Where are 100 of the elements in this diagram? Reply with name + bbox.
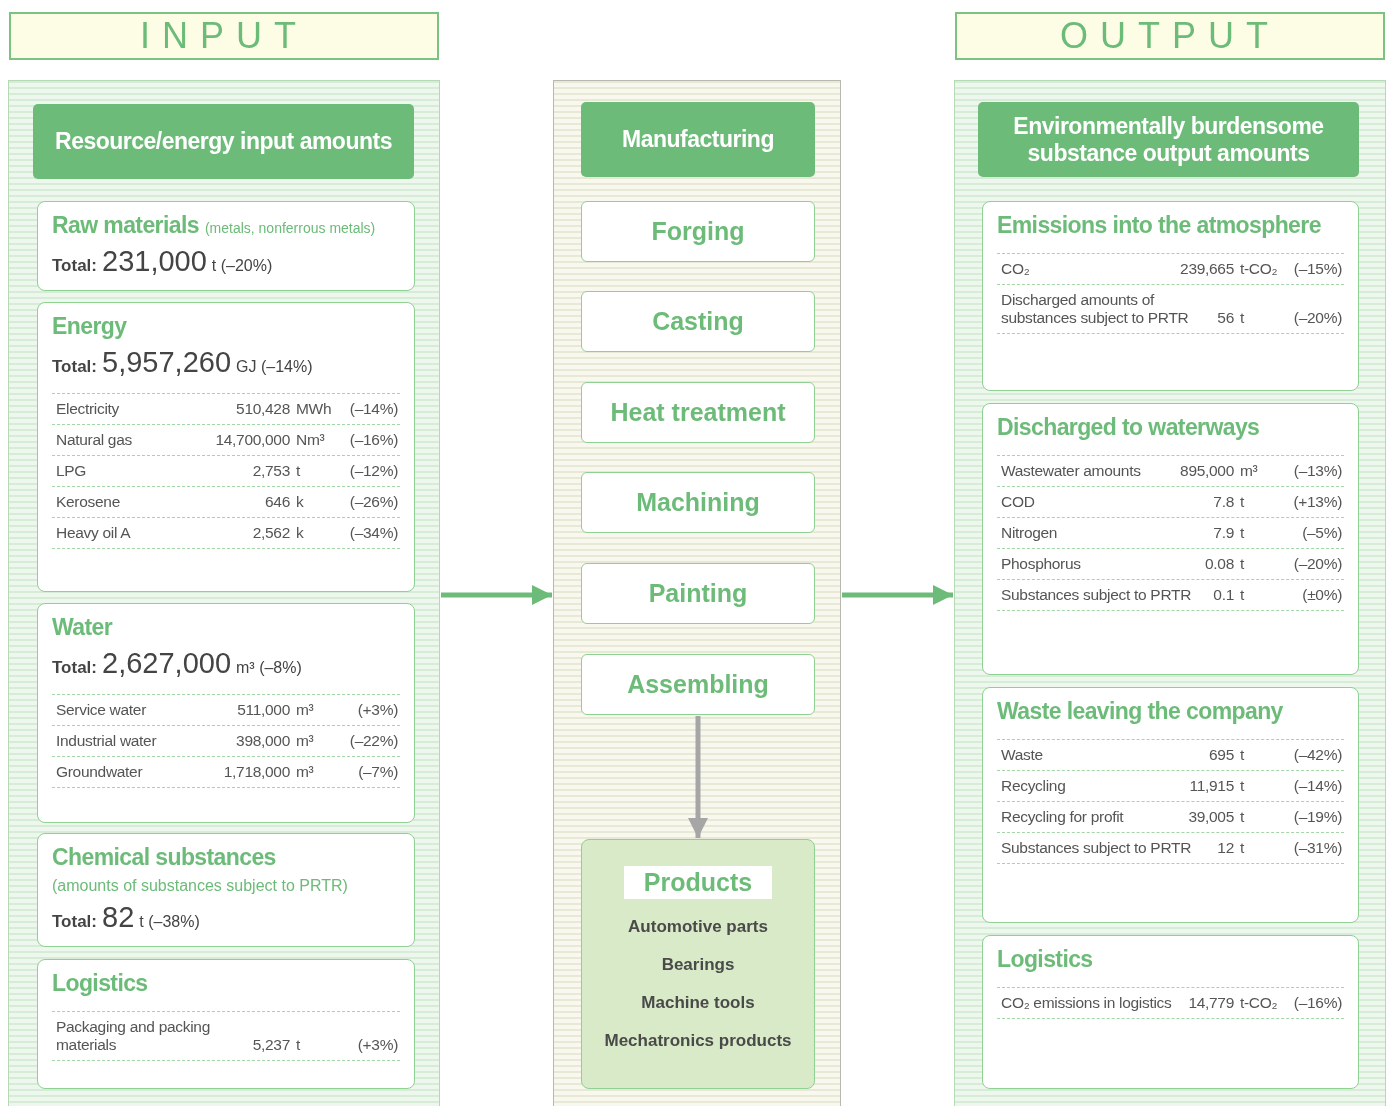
unit-text: k — [296, 493, 304, 511]
header-banner: Environmentally burdensome substance output amounts — [978, 102, 1359, 177]
row-label: Electricity — [56, 400, 119, 418]
change-text: (–15%) — [1293, 260, 1342, 278]
change-text: (–42%) — [1293, 746, 1342, 764]
change-text: (±0%) — [1302, 586, 1342, 604]
card-heading: Energy — [52, 313, 127, 340]
row-label: Service water — [56, 701, 146, 719]
card-heading: Logistics — [997, 946, 1093, 973]
row-label: Recycling — [1001, 777, 1066, 795]
value-text: 1,718,000 — [223, 763, 290, 781]
process-box: Painting — [581, 563, 815, 624]
value-text: 239,665 — [1180, 260, 1234, 278]
unit-text: t — [1240, 777, 1244, 795]
change-text: (+3%) — [357, 1036, 398, 1054]
value-text: 510,428 — [236, 400, 290, 418]
data-card — [982, 687, 1359, 923]
value-text: 2,753 — [252, 462, 290, 480]
row-label: Industrial water — [56, 732, 157, 750]
value-text: 7.9 — [1213, 524, 1234, 542]
product-item: Machine tools — [641, 993, 755, 1013]
unit-text: k — [296, 524, 304, 542]
process-box: Casting — [581, 291, 815, 352]
value-text: 398,000 — [236, 732, 290, 750]
data-card — [982, 935, 1359, 1089]
unit-text: Nm³ — [296, 431, 325, 449]
total-value: 2,627,000 — [102, 647, 232, 680]
total-value: 231,000 — [102, 245, 207, 278]
value-text: 695 — [1209, 746, 1234, 764]
row-label: Nitrogen — [1001, 524, 1058, 542]
value-text: 646 — [265, 493, 290, 511]
row-label: Packaging and packing materials — [56, 1018, 211, 1054]
process-box: Forging — [581, 201, 815, 262]
value-text: 39,005 — [1188, 808, 1234, 826]
unit-change-text: GJ (–14%) — [236, 358, 313, 376]
change-text: (–31%) — [1293, 839, 1342, 857]
process-box: Assembling — [581, 654, 815, 715]
subtitle-text: (metals, nonferrous metals) — [204, 220, 376, 236]
change-text: (–5%) — [1302, 524, 1342, 542]
data-card — [37, 201, 415, 291]
unit-text: t — [1240, 808, 1244, 826]
process-box: Machining — [581, 472, 815, 533]
row-label: Groundwater — [56, 763, 143, 781]
heading-label: Products — [623, 866, 773, 899]
change-text: (–12%) — [349, 462, 398, 480]
header-banner: Resource/energy input amounts — [33, 104, 414, 179]
data-card — [37, 833, 415, 947]
card-heading: Raw materials — [52, 212, 199, 239]
row-label: Heavy oil A — [56, 524, 131, 542]
data-card — [37, 302, 415, 592]
unit-text: t — [1240, 555, 1244, 573]
change-text: (+3%) — [357, 701, 398, 719]
change-text: (–19%) — [1293, 808, 1342, 826]
value-text: 7.8 — [1213, 493, 1234, 511]
change-text: (–16%) — [1293, 994, 1342, 1012]
row-label: Wastewater amounts — [1001, 462, 1141, 480]
unit-text: t — [296, 462, 300, 480]
arrow — [842, 585, 953, 605]
total-value: 82 — [102, 901, 135, 934]
data-card — [982, 403, 1359, 675]
value-text: 895,000 — [1180, 462, 1234, 480]
unit-text: t — [1240, 746, 1244, 764]
section-title-box: OUTPUT — [955, 12, 1385, 60]
products-box — [581, 839, 815, 1089]
row-label: Waste — [1001, 746, 1043, 764]
unit-text: t — [1240, 586, 1244, 604]
row-label: Substances subject to PRTR — [1001, 586, 1192, 604]
total-label: Total: — [52, 256, 97, 276]
unit-text: m³ — [1240, 462, 1258, 480]
product-item: Automotive parts — [628, 917, 768, 937]
unit-change-text: t (–20%) — [211, 257, 273, 275]
change-text: (+13%) — [1293, 493, 1342, 511]
row-label: Phosphorus — [1001, 555, 1081, 573]
change-text: (–13%) — [1293, 462, 1342, 480]
change-text: (–20%) — [1293, 309, 1342, 327]
value-text: 11,915 — [1189, 777, 1234, 795]
unit-text: t-CO₂ — [1240, 994, 1278, 1012]
total-label: Total: — [52, 912, 97, 932]
unit-text: m³ — [296, 732, 314, 750]
unit-text: t-CO₂ — [1240, 260, 1278, 278]
value-text: 511,000 — [237, 701, 290, 719]
change-text: (–7%) — [358, 763, 398, 781]
unit-text: MWh — [296, 400, 332, 418]
row-label: CO₂ emissions in logistics — [1001, 994, 1172, 1012]
change-text: (–14%) — [1293, 777, 1342, 795]
change-text: (–14%) — [349, 400, 398, 418]
value-text: 12 — [1217, 839, 1234, 857]
row-label: Recycling for profit — [1001, 808, 1124, 826]
striped-panel — [8, 80, 440, 1106]
change-text: (–20%) — [1293, 555, 1342, 573]
striped-panel — [553, 80, 841, 1106]
card-heading: Water — [52, 614, 113, 641]
unit-text: t — [1240, 524, 1244, 542]
product-item: Bearings — [661, 955, 735, 975]
change-text: (–26%) — [349, 493, 398, 511]
process-box: Heat treatment — [581, 382, 815, 443]
row-label: Kerosene — [56, 493, 120, 511]
unit-text: m³ — [296, 701, 314, 719]
change-text: (–34%) — [349, 524, 398, 542]
data-card — [37, 959, 415, 1089]
